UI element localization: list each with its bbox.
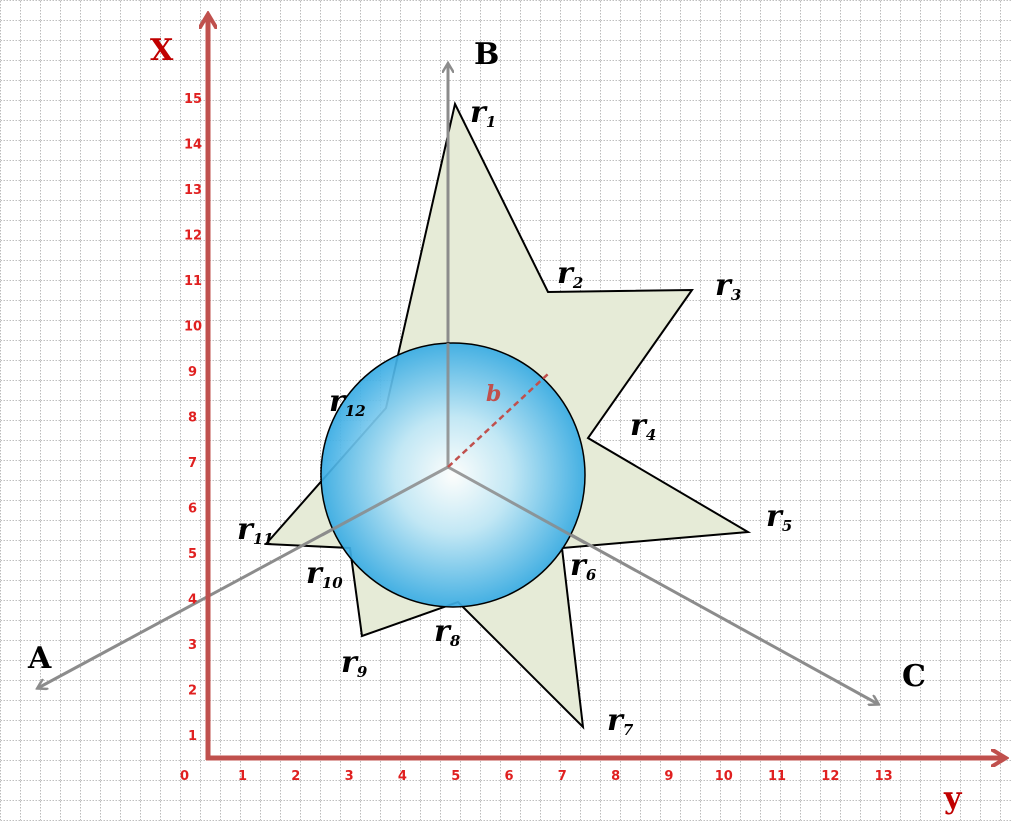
- direction-axis-a-overlay: [321, 465, 449, 537]
- x-tick-label: 10: [184, 320, 202, 335]
- x-tick-label: 4: [188, 593, 197, 608]
- direction-label-a: A: [27, 641, 52, 676]
- y-tick-label: 12: [821, 769, 839, 784]
- vertex-labels: r1 r2 r3 r4 r5 r6 r7 r8 r9 r10 r11 r12: [237, 95, 792, 739]
- y-tick-label: 8: [611, 769, 620, 784]
- y-tick-label: 3: [345, 769, 354, 784]
- y-tick-label: 13: [875, 769, 893, 784]
- x-tick-label: 14: [184, 138, 202, 153]
- vertex-label-r9: r9: [341, 645, 368, 681]
- vertex-label-r5: r5: [766, 499, 792, 535]
- vertex-label-r7: r7: [607, 703, 634, 739]
- y-tick-label: 10: [715, 769, 733, 784]
- radius-line: [447, 373, 549, 468]
- x-tick-label: 6: [188, 502, 197, 517]
- vertex-label-r4: r4: [630, 408, 656, 444]
- y-axis-title: y: [943, 781, 963, 816]
- x-tick-label: 2: [188, 684, 197, 699]
- x-tick-label: 13: [184, 183, 202, 198]
- x-tick-label: 9: [188, 365, 197, 380]
- x-tick-label: 15: [184, 92, 202, 107]
- radius-label: b: [486, 381, 501, 407]
- direction-label-b: B: [474, 37, 499, 72]
- x-axis-title: X: [150, 33, 174, 68]
- x-tick-label: 3: [188, 638, 197, 653]
- y-tick-label: 2: [291, 769, 300, 784]
- x-tick-label: 8: [188, 411, 197, 426]
- x-tick-label: 12: [184, 229, 202, 244]
- inscribed-circle: [320, 342, 586, 608]
- vertex-label-r1: r1: [470, 95, 496, 131]
- y-tick-label: 9: [664, 769, 673, 784]
- x-tick-label: 11: [184, 274, 202, 289]
- vertex-label-r8: r8: [434, 614, 461, 650]
- vertex-label-r11: r11: [237, 512, 274, 548]
- y-tick-label: 5: [451, 769, 460, 784]
- vertex-label-r10: r10: [306, 556, 343, 592]
- vertex-label-r6: r6: [570, 548, 597, 584]
- y-tick-label: 6: [505, 769, 514, 784]
- y-tick-label: 1: [238, 769, 247, 784]
- x-tick-label: 5: [188, 547, 197, 562]
- direction-axis-c-overlay: [447, 465, 586, 545]
- vertex-label-r2: r2: [557, 256, 583, 292]
- y-tick-label: 11: [768, 769, 786, 784]
- x-tick-label: 1: [188, 729, 197, 744]
- vertex-label-r12: r12: [329, 384, 366, 420]
- y-tick-label: 4: [398, 769, 407, 784]
- x-tick-label: 7: [188, 456, 197, 471]
- y-tick-label: 7: [558, 769, 567, 784]
- direction-label-c: C: [902, 659, 926, 694]
- origin-label: 0: [180, 769, 189, 784]
- vertex-label-r3: r3: [715, 268, 741, 304]
